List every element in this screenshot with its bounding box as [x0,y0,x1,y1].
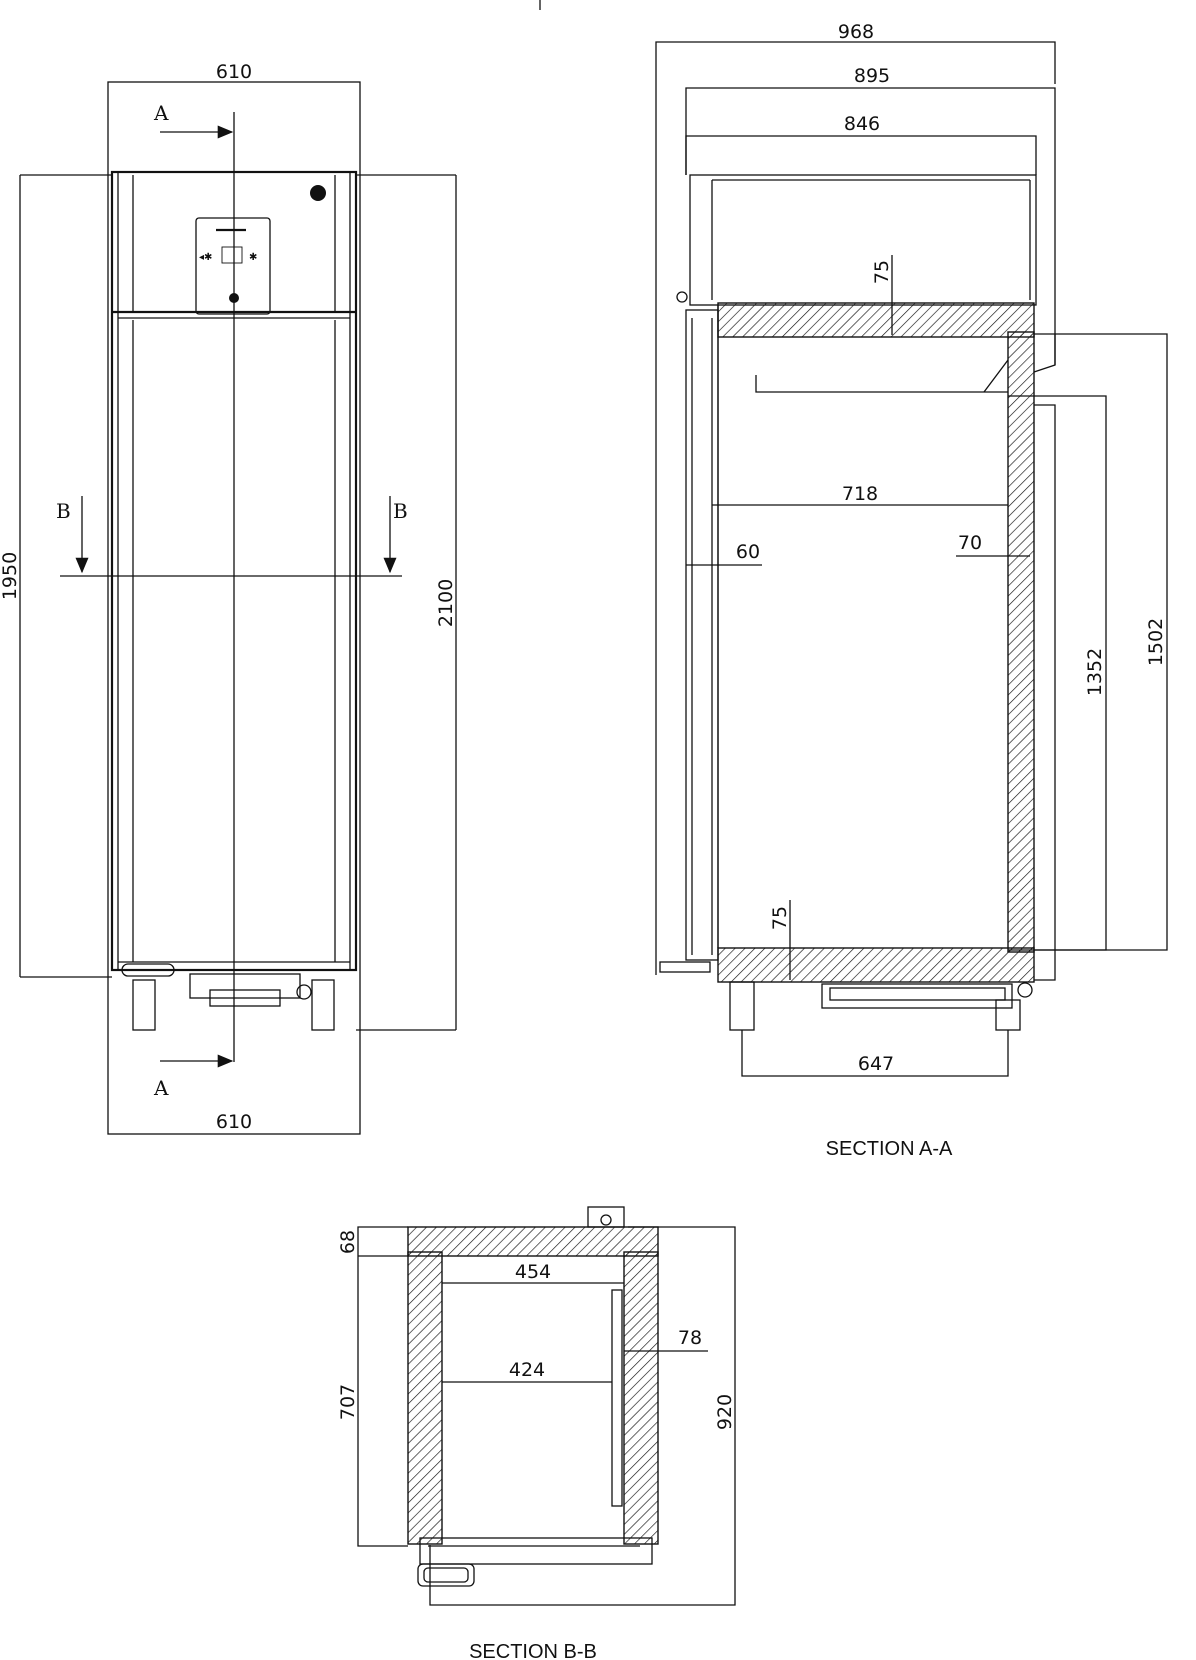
top-insulation-75-label: 75 [871,260,893,284]
inner-width-454-label: 454 [515,1261,551,1283]
section-b-left-marker: B [56,499,71,523]
hinge-tab-icon [600,1214,612,1226]
door-thickness-60-label: 60 [736,541,760,563]
hinge-icon [676,291,688,303]
top-insulation [717,302,1035,338]
inner-depth-718-label: 718 [842,483,878,505]
section-a-caption: SECTION A-A [826,1138,953,1160]
inner-height-1352-label: 1352 [1084,648,1106,696]
shelf-rail [611,1289,623,1507]
machine-compartment [689,174,1037,306]
front-height-1950-label: 1950 [0,552,21,600]
front-height-2100-label: 2100 [435,579,457,627]
rear-wall [407,1226,659,1257]
hinge-tab [587,1206,625,1228]
door-bottom [419,1537,653,1565]
feet-spacing-647-label: 647 [858,1053,894,1075]
front-foot-left [132,979,156,1031]
right-wall [623,1251,659,1545]
section-a-foot-rear [995,999,1021,1031]
door-handle [417,1563,475,1587]
cabinet-height-1502-label: 1502 [1145,618,1167,666]
bottom-insulation [717,947,1035,983]
control-button-right-icon: ✱ [249,252,257,263]
wall-68-label: 68 [337,1230,359,1254]
depth-846-label: 846 [844,113,880,135]
section-b-right-marker: B [393,499,408,523]
control-display [221,246,243,264]
door-section [685,309,719,961]
section-a-view: 968 895 846 75 75 718 60 [655,21,1168,1160]
section-a-top-marker: A [153,101,169,125]
depth-895-label: 895 [854,65,890,87]
side-wall-78-label: 78 [678,1327,702,1349]
control-button-left-icon: ◂✱ [199,252,212,263]
front-width-bottom-label: 610 [216,1111,252,1133]
left-wall [407,1251,443,1545]
bottom-insulation-75-label: 75 [769,906,791,930]
section-b-view: 920 68 707 454 424 78 SECTION B-B [337,1206,736,1660]
front-foot-right [311,979,335,1031]
front-width-top-label: 610 [216,61,252,83]
back-wall-insulation [1007,331,1035,953]
control-panel [195,217,271,315]
depth-968-label: 968 [838,21,874,43]
depth-920-label: 920 [714,1394,736,1430]
section-a-foot-front [729,981,755,1031]
back-wall-70-label: 70 [958,532,982,554]
width-frame [107,81,361,1135]
inner-width-424-label: 424 [509,1359,545,1381]
section-b-caption: SECTION B-B [469,1641,597,1660]
section-a-bottom-marker: A [153,1076,169,1100]
indicator-dot-icon [310,185,326,201]
depth-707-label: 707 [337,1384,359,1420]
front-view: 610 610 1950 2100 ◂✱ ✱ A [0,61,457,1135]
